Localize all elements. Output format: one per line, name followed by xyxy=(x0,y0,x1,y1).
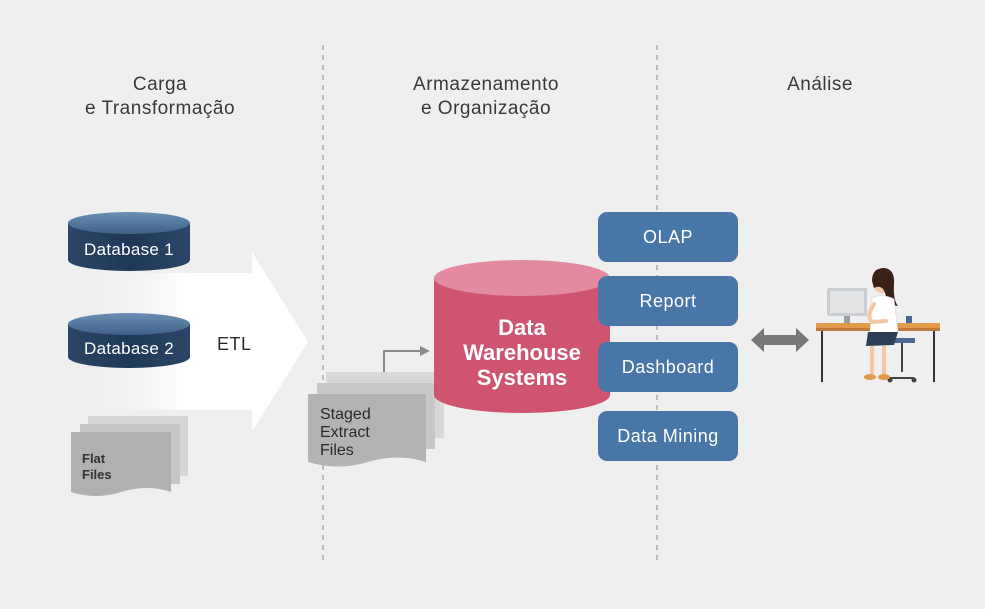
section-title-storage: Armazenamento e Organização xyxy=(413,74,559,119)
tool-olap[interactable]: OLAP xyxy=(598,212,738,262)
tool-dashboard[interactable]: Dashboard xyxy=(598,342,738,392)
staged-files-stack xyxy=(308,372,444,467)
database-2-cylinder xyxy=(68,313,190,368)
double-arrow-icon xyxy=(751,328,809,352)
section-title-analysis: Análise xyxy=(787,74,853,95)
staged-connector xyxy=(383,350,420,372)
etl-label: ETL xyxy=(217,334,252,354)
tool-data-mining[interactable]: Data Mining xyxy=(598,411,738,461)
database-2-label: Database 2 xyxy=(84,339,174,358)
etl-arrow xyxy=(90,252,308,432)
data-warehouse-cylinder xyxy=(434,260,610,413)
tool-report[interactable]: Report xyxy=(598,276,738,326)
database-1-label: Database 1 xyxy=(84,240,174,259)
analyst-at-desk-icon xyxy=(816,268,940,383)
staged-files-label: Staged Extract Files xyxy=(320,406,371,459)
section-title-load: Carga e Transformação xyxy=(84,74,236,119)
flat-files-label: Flat Files xyxy=(82,451,112,482)
database-1-cylinder xyxy=(68,212,190,271)
flat-files-stack xyxy=(71,416,188,496)
staged-connector-arrowhead xyxy=(420,346,430,356)
data-warehouse-label: Data Warehouse Systems xyxy=(463,315,581,390)
